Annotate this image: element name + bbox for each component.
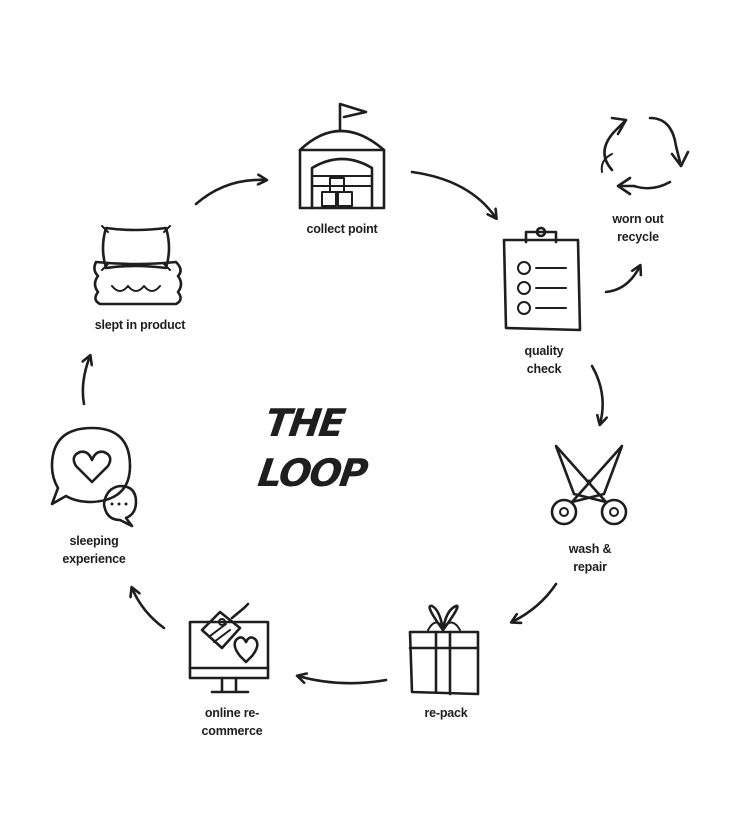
loop-title: THE LOOP	[255, 401, 369, 495]
monitor-price-tag-icon	[188, 602, 270, 694]
arrow-wash-to-repack	[512, 582, 558, 622]
arrow-quality-to-wash	[590, 364, 603, 424]
heart-speech-bubble-icon	[50, 426, 138, 528]
arrow-quality-to-recycle	[604, 266, 640, 294]
arrow-repack-to-online	[298, 676, 388, 685]
arrow-collect-to-quality	[410, 170, 496, 218]
clipboard-checklist-icon	[502, 226, 582, 332]
collect-point-label: collect point	[306, 222, 378, 236]
arrow-online-to-sleeping	[132, 588, 166, 630]
recycle-icon	[600, 116, 690, 196]
pillow-mattress-icon	[93, 225, 183, 306]
re-pack-label: re-pack	[424, 706, 468, 720]
arrow-slept-to-collect	[194, 180, 266, 206]
arrow-sleeping-to-slept	[83, 356, 90, 406]
warehouse-icon	[298, 102, 386, 210]
sleeping-experience-label: sleeping experience	[62, 534, 126, 566]
gift-box-icon	[408, 604, 480, 696]
scissors-icon	[550, 444, 628, 526]
online-recommerce-label: online re- commerce	[201, 706, 263, 738]
wash-repair-label: wash & repair	[568, 542, 612, 574]
quality-check-label: quality check	[524, 344, 564, 376]
slept-in-product-label: slept in product	[94, 318, 186, 332]
worn-out-recycle-label: worn out recycle	[612, 212, 664, 244]
